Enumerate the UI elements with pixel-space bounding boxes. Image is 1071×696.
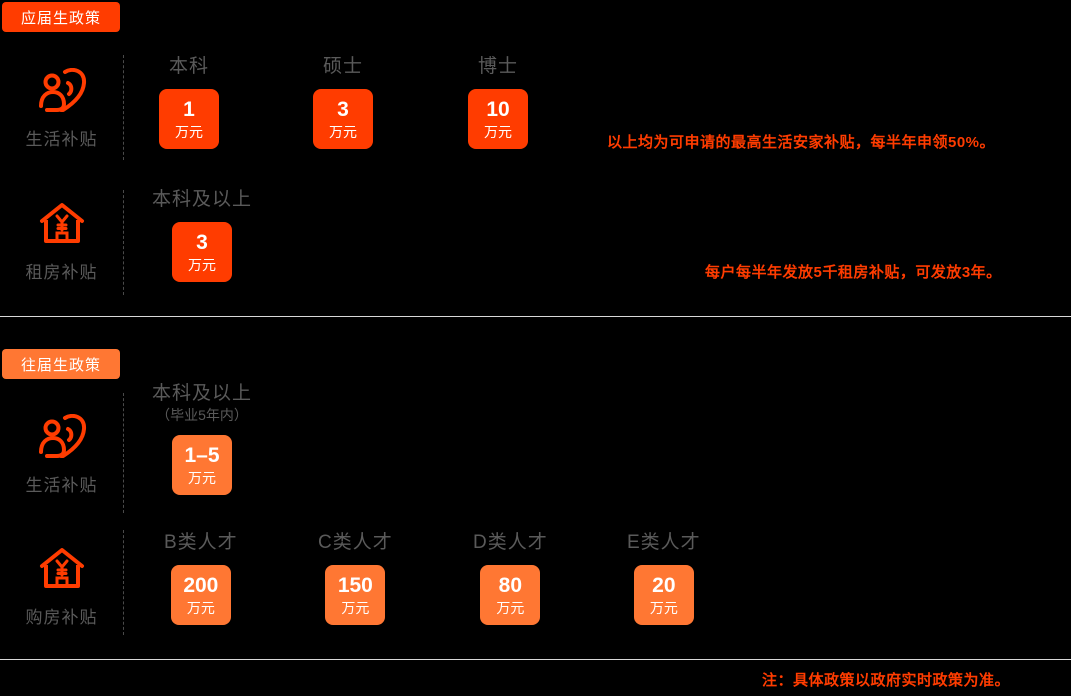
note-living-subsidy: 以上均为可申请的最高生活安家补贴，每半年申领50%。 [607, 134, 996, 151]
item-cell: 本科 1 万元 [159, 55, 219, 149]
item-header: 本科及以上 [152, 383, 253, 404]
amount-value: 1–5 [184, 443, 220, 467]
amount-value: 80 [498, 573, 523, 597]
item-cell: 博士 10 万元 [468, 55, 528, 149]
amount-unit: 万元 [649, 599, 678, 616]
amount-value: 3 [337, 97, 349, 121]
item-cell: 本科及以上 3 万元 [152, 188, 252, 282]
footer-note: 注：具体政策以政府实时政策为准。 [762, 672, 1011, 689]
amount-badge: 10 万元 [468, 89, 528, 149]
amount-unit: 万元 [188, 256, 216, 273]
amount-value: 20 [652, 573, 676, 597]
person-heart-icon [33, 411, 91, 461]
amount-badge: 1 万元 [159, 89, 219, 149]
amount-badge: 3 万元 [313, 89, 373, 149]
category-label: 租房补贴 [25, 262, 98, 282]
item-cell: 本科及以上 （毕业5年内） 1–5 万元 [152, 382, 252, 495]
item-header: D类人才 [473, 532, 548, 553]
amount-unit: 万元 [188, 469, 216, 486]
person-heart-icon [33, 65, 91, 115]
amount-value: 150 [337, 573, 373, 597]
amount-value: 200 [183, 573, 219, 597]
item-cell: C类人才 150 万元 [318, 531, 393, 625]
amount-badge: 200 万元 [170, 565, 231, 625]
item-header: 本科 [168, 56, 209, 77]
item-cell: B类人才 200 万元 [164, 531, 238, 625]
amount-value: 10 [486, 97, 510, 121]
amount-unit: 万元 [186, 599, 215, 616]
item-cell: D类人才 80 万元 [473, 531, 548, 625]
item-header: 博士 [477, 56, 518, 77]
category-home-purchase-subsidy: 购房补贴 [0, 530, 123, 640]
item-header: E类人才 [627, 532, 701, 553]
amount-unit: 万元 [175, 123, 203, 140]
item-header: B类人才 [164, 532, 238, 553]
column-divider-dashed [123, 190, 124, 295]
column-divider-dashed [123, 530, 124, 635]
amount-badge: 150 万元 [325, 565, 386, 625]
footer-divider [0, 659, 1071, 660]
amount-badge: 20 万元 [633, 565, 694, 625]
item-header: 硕士 [322, 56, 363, 77]
house-yuan-icon [33, 543, 91, 593]
amount-badge: 1–5 万元 [172, 435, 232, 495]
amount-badge: 3 万元 [172, 222, 232, 282]
column-divider-dashed [123, 393, 124, 513]
amount-value: 3 [196, 230, 208, 254]
item-header: C类人才 [318, 532, 393, 553]
item-cell: 硕士 3 万元 [313, 55, 373, 149]
section-divider [0, 316, 1071, 317]
category-rent-subsidy: 租房补贴 [0, 185, 123, 295]
amount-unit: 万元 [484, 123, 512, 140]
amount-value: 1 [183, 97, 195, 121]
category-living-subsidy-former: 生活补贴 [0, 398, 123, 508]
amount-badge: 80 万元 [480, 565, 541, 625]
section-badge-fresh-graduate: 应届生政策 [2, 2, 120, 32]
item-header: 本科及以上 [152, 189, 253, 210]
item-cell: E类人才 20 万元 [627, 531, 701, 625]
section-badge-former-graduate: 往届生政策 [2, 349, 120, 379]
column-divider-dashed [123, 55, 124, 160]
amount-unit: 万元 [496, 599, 525, 616]
category-label: 生活补贴 [25, 475, 98, 495]
item-subheader: （毕业5年内） [156, 407, 248, 423]
category-living-subsidy-fresh: 生活补贴 [0, 48, 123, 166]
house-yuan-icon [33, 198, 91, 248]
amount-unit: 万元 [341, 599, 370, 616]
amount-unit: 万元 [329, 123, 357, 140]
note-rent-subsidy: 每户每半年发放5千租房补贴，可发放3年。 [705, 264, 1002, 281]
category-label: 购房补贴 [25, 607, 98, 627]
category-label: 生活补贴 [25, 129, 98, 149]
